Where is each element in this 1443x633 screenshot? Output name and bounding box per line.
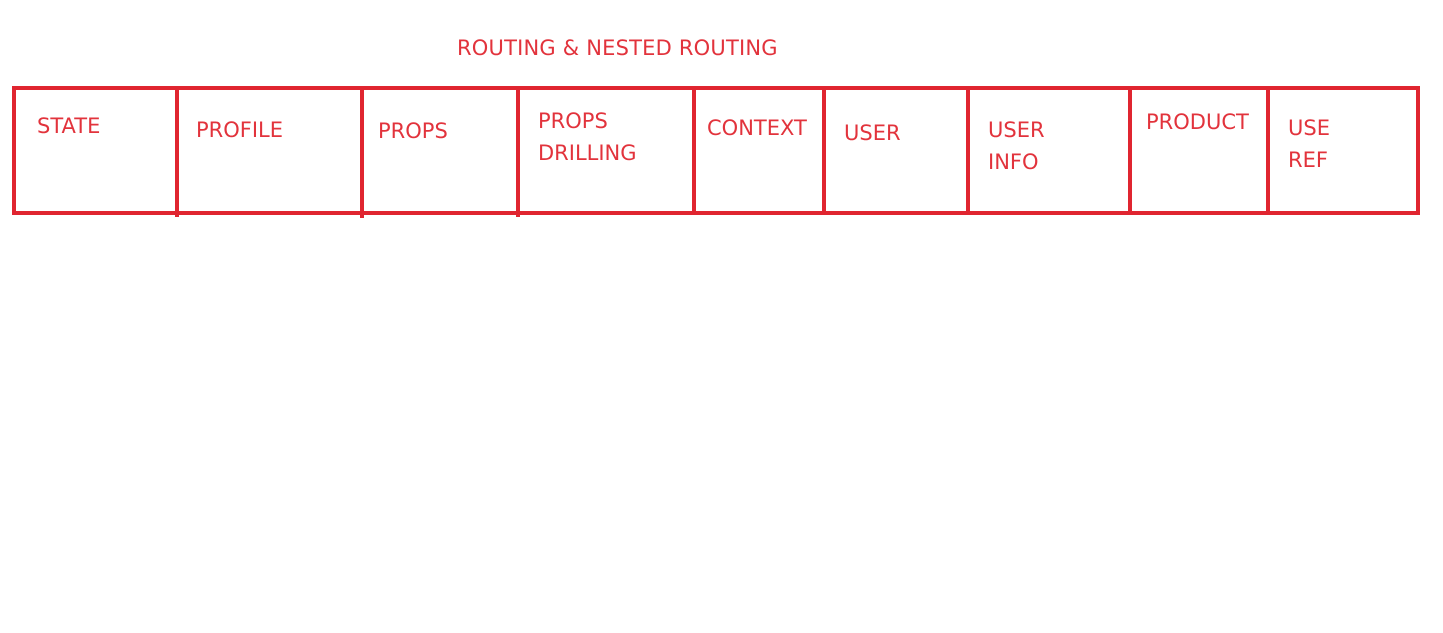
page-title: ROUTING & NESTED ROUTING (457, 36, 778, 60)
nav-item-props-drilling[interactable]: PROPS DRILLING (538, 109, 637, 165)
nav-item-profile[interactable]: PROFILE (196, 118, 284, 142)
nav-divider (966, 89, 970, 213)
nav-divider (822, 89, 826, 213)
nav-divider (360, 89, 364, 218)
nav-item-props[interactable]: PROPS (378, 119, 448, 143)
nav-item-user-info[interactable]: USER INFO (988, 118, 1045, 174)
nav-divider (692, 89, 696, 213)
nav-divider (1266, 89, 1270, 213)
nav-bar (12, 86, 1420, 215)
nav-item-product[interactable]: PRODUCT (1146, 110, 1249, 134)
nav-divider (516, 89, 520, 217)
nav-divider (1128, 89, 1132, 213)
nav-item-context[interactable]: CONTEXT (707, 116, 807, 140)
nav-item-state[interactable]: STATE (37, 114, 101, 138)
nav-item-use-ref[interactable]: USE REF (1288, 116, 1330, 172)
nav-item-user[interactable]: USER (844, 121, 901, 145)
nav-divider (175, 89, 179, 217)
